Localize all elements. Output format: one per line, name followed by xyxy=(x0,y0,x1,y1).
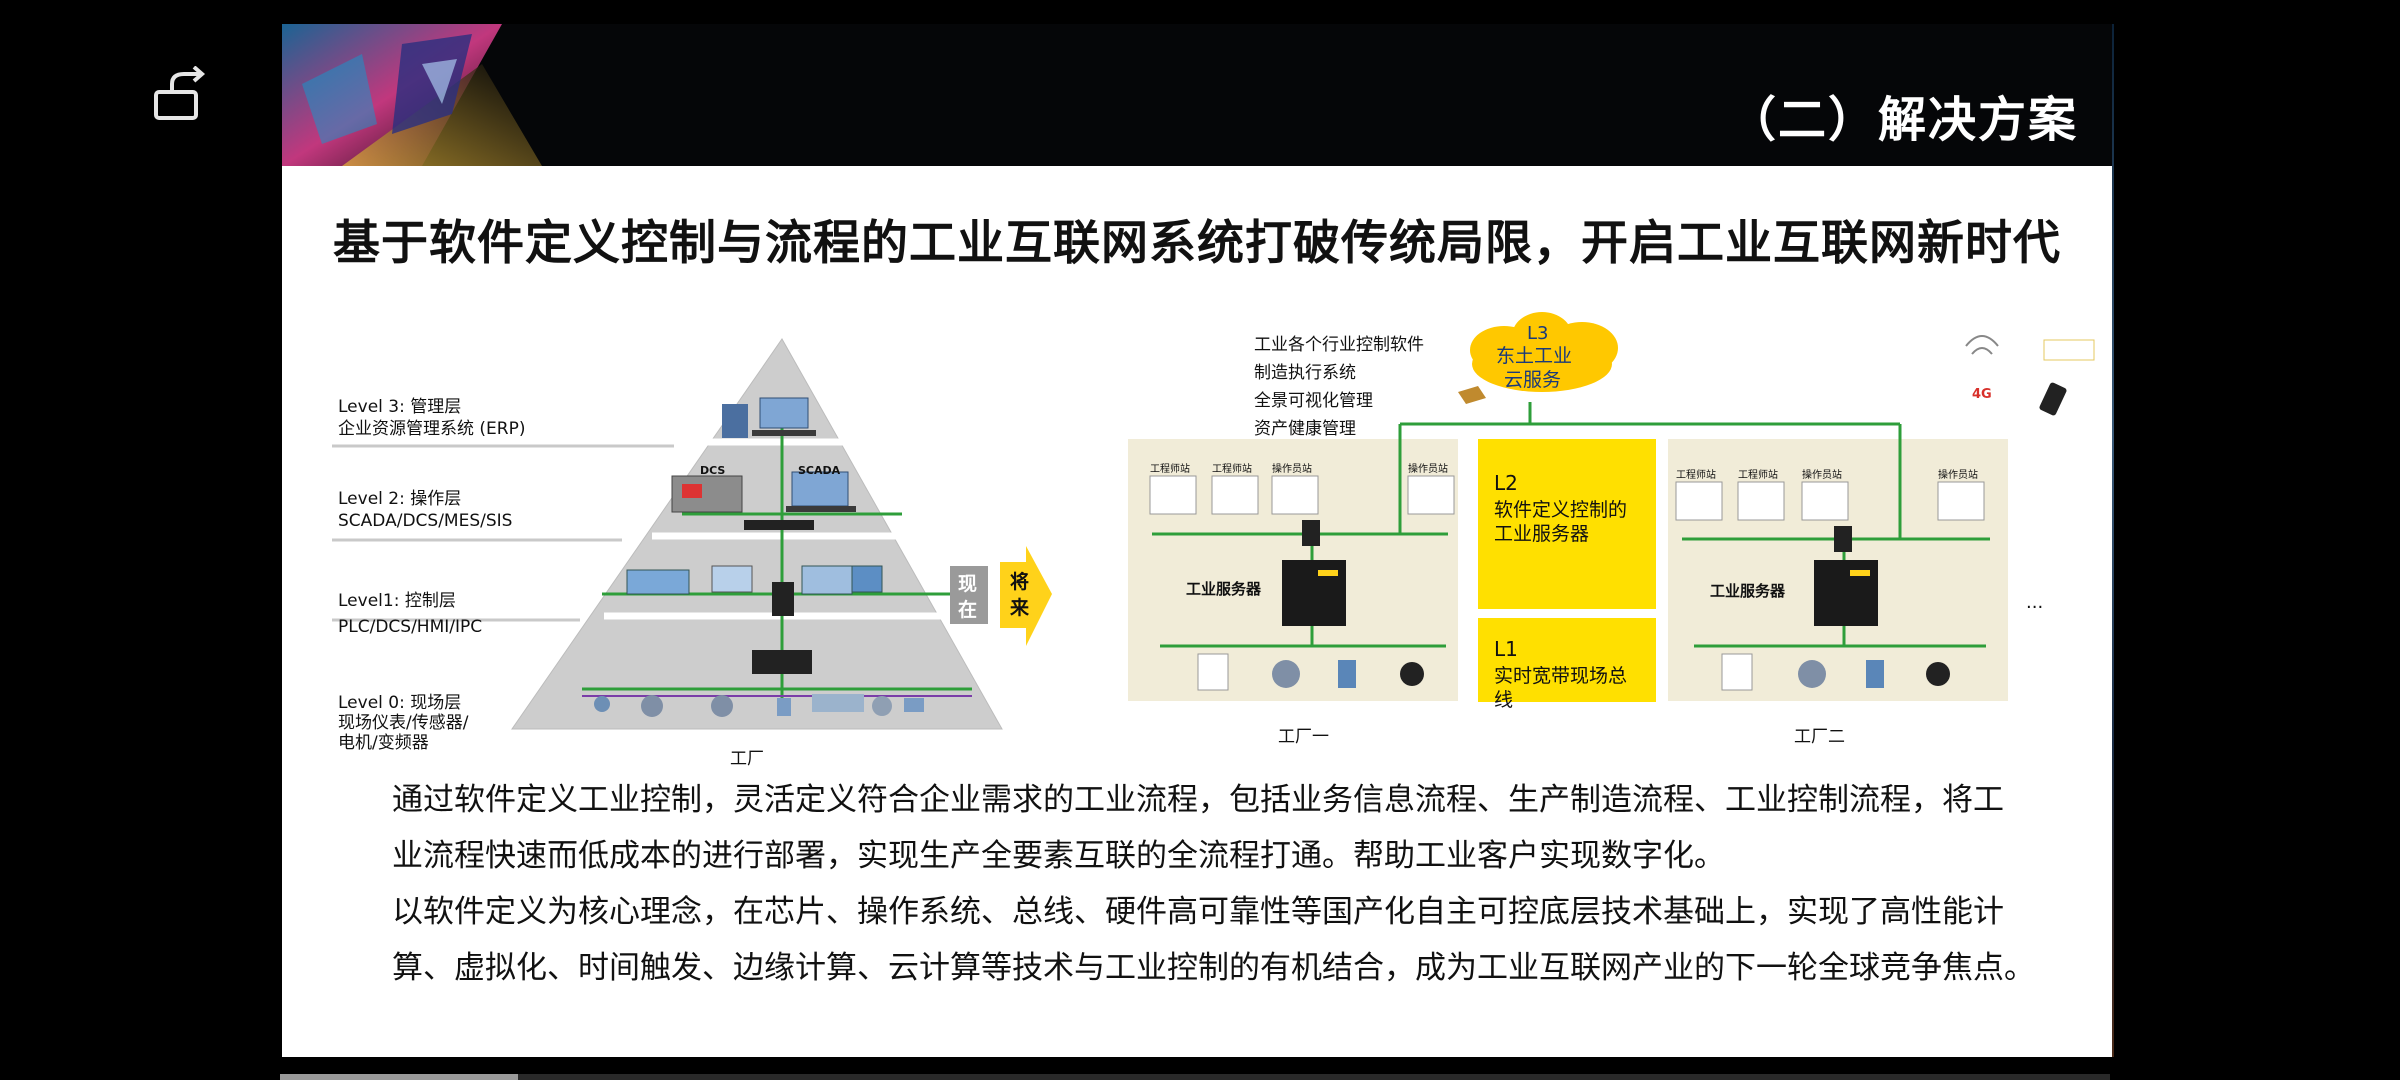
future-label-1: 将 xyxy=(1010,570,1029,593)
gateway-device-icon xyxy=(2043,339,2095,361)
now-label-2: 在 xyxy=(958,598,977,621)
level0-detail: 现场仪表/传感器/ xyxy=(338,713,469,733)
l1-box xyxy=(1478,618,1656,702)
pyramid-diagram: DCS SCADA Level 3: 管理层 企业资源管理系统 (ERP) Le… xyxy=(332,338,1003,769)
new-architecture: L2 软件定义控制的 工业服务器 L1 实时宽带现场总 线 L3 东土工业 云服… xyxy=(1128,312,2095,747)
section-title: （二）解决方案 xyxy=(1727,92,2078,148)
factory1-server xyxy=(1282,560,1346,626)
f2-station-3: 操作员站 xyxy=(1802,468,1842,481)
pyramid-device-label-dcs: DCS xyxy=(700,464,725,477)
level0-detail-2: 电机/变频器 xyxy=(338,733,429,753)
header-decoration-image xyxy=(282,24,602,166)
f1-station-4: 操作员站 xyxy=(1408,462,1448,475)
l2-box xyxy=(1478,439,1656,609)
factory1-caption: 工厂一 xyxy=(1278,727,1329,747)
f2-server-label: 工业服务器 xyxy=(1710,582,1786,600)
level1-title: Level1: 控制层 xyxy=(338,591,456,611)
f1-server-label: 工业服务器 xyxy=(1186,580,1262,598)
app-item-3: 全景可视化管理 xyxy=(1254,391,1373,411)
drone-icon xyxy=(1458,386,1486,404)
factory2-server xyxy=(1814,560,1878,626)
now-label-1: 现 xyxy=(958,573,977,595)
factory2-caption: 工厂二 xyxy=(1794,727,1845,747)
level3-detail: 企业资源管理系统 (ERP) xyxy=(338,419,525,439)
app-item-1: 工业各个行业控制软件 xyxy=(1254,335,1424,355)
f1-station-2: 工程师站 xyxy=(1212,462,1252,475)
pyramid-device-label-scada: SCADA xyxy=(798,464,841,477)
f2-station-2: 工程师站 xyxy=(1738,468,1778,481)
playback-progress-fill xyxy=(280,1074,518,1080)
network-badge: 4G xyxy=(1972,387,1992,402)
paragraph-line-2: 业流程快速而低成本的进行部署，实现生产全要素互联的全流程打通。帮助工业客户实现数… xyxy=(392,838,1725,874)
phone-icon xyxy=(2039,382,2067,416)
l1-line-1: 实时宽带现场总 xyxy=(1494,665,1627,687)
architecture-diagram: DCS SCADA Level 3: 管理层 企业资源管理系统 (ERP) Le… xyxy=(332,312,2095,769)
slide-headline: 基于软件定义控制与流程的工业互联网系统打破传统局限，开启工业互联网新时代 xyxy=(333,216,2061,271)
l1-line-2: 线 xyxy=(1494,689,1513,711)
wifi-signal-icon xyxy=(1965,335,1999,355)
app-item-4: 资产健康管理 xyxy=(1254,419,1356,439)
f1-station-3: 操作员站 xyxy=(1272,462,1312,475)
paragraph-line-3: 以软件定义为核心理念，在芯片、操作系统、总线、硬件高可靠性等国产化自主可控底层技… xyxy=(392,894,2004,930)
cloud-line-3: 云服务 xyxy=(1504,369,1561,391)
level3-title: Level 3: 管理层 xyxy=(338,397,461,417)
playback-progress-bar[interactable] xyxy=(280,1074,2110,1080)
cloud-line-1: L3 xyxy=(1527,323,1548,344)
app-item-2: 制造执行系统 xyxy=(1254,363,1356,383)
exit-fullscreen-icon[interactable] xyxy=(150,66,212,124)
l2-line-1: 软件定义控制的 xyxy=(1494,499,1627,521)
transition-arrow: 现 在 将 来 xyxy=(950,546,1052,646)
future-label-2: 来 xyxy=(1010,597,1029,619)
paragraph-line-4: 算、虚拟化、时间触发、边缘计算、云计算等技术与工业控制的有机结合，成为工业互联网… xyxy=(392,950,2035,986)
f2-station-4: 操作员站 xyxy=(1938,468,1978,481)
cloud-line-2: 东土工业 xyxy=(1496,345,1572,367)
level1-detail: PLC/DCS/HMI/IPC xyxy=(338,617,482,637)
paragraph-line-1: 通过软件定义工业控制，灵活定义符合企业需求的工业流程，包括业务信息流程、生产制造… xyxy=(392,782,2004,818)
f2-station-1: 工程师站 xyxy=(1676,468,1716,481)
f1-station-1: 工程师站 xyxy=(1150,462,1190,475)
l2-line-2: 工业服务器 xyxy=(1494,523,1589,545)
level2-detail: SCADA/DCS/MES/SIS xyxy=(338,511,512,531)
factory1-stations: 工程师站 工程师站 操作员站 操作员站 xyxy=(1149,462,1455,515)
cloud-service: L3 东土工业 云服务 xyxy=(1470,312,1618,392)
pyramid-caption: 工厂 xyxy=(730,749,764,769)
factory2-stations: 工程师站 工程师站 操作员站 操作员站 xyxy=(1675,468,1985,521)
presentation-slide: （二）解决方案 基于软件定义控制与流程的工业互联网系统打破传统局限，开启工业互联… xyxy=(282,24,2112,1057)
level2-title: Level 2: 操作层 xyxy=(338,489,461,509)
slide-header-bar: （二）解决方案 xyxy=(282,24,2112,166)
l2-code: L2 xyxy=(1494,471,1518,495)
more-ellipsis: ... xyxy=(2026,592,2043,613)
l1-code: L1 xyxy=(1494,637,1518,661)
level0-title: Level 0: 现场层 xyxy=(338,693,461,713)
